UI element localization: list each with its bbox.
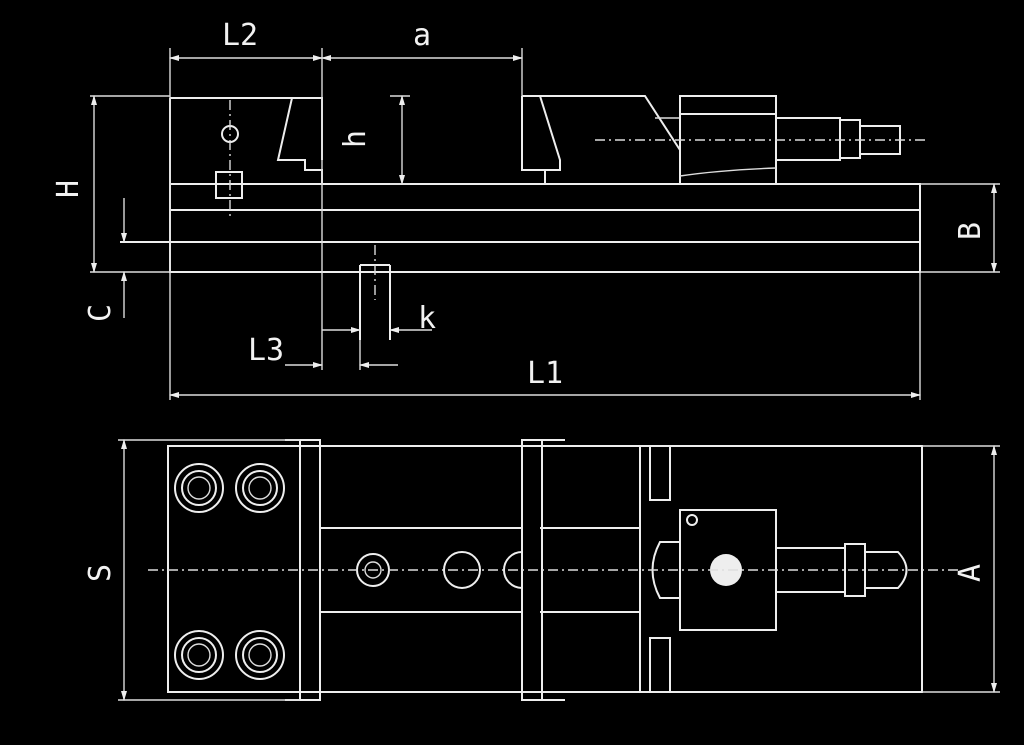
top-body	[167, 445, 923, 693]
slot	[359, 264, 391, 340]
spindle-hole	[710, 554, 742, 586]
label-A: A	[953, 564, 988, 582]
label-H: H	[51, 180, 86, 198]
label-L3: L3	[248, 333, 284, 368]
label-a: a	[413, 18, 431, 53]
side-view: L2 a h H B C k L3 L1	[51, 18, 1000, 400]
moving-jaw	[521, 95, 680, 185]
fixed-jaw-plate	[299, 439, 321, 701]
square-key	[215, 171, 243, 199]
label-B: B	[953, 222, 988, 240]
label-C: C	[83, 304, 118, 322]
bolt-group	[174, 463, 285, 680]
top-view: S A	[83, 439, 1000, 701]
label-S: S	[83, 564, 118, 582]
base-body	[169, 183, 921, 273]
label-h: h	[338, 130, 373, 148]
fixed-jaw	[169, 97, 323, 185]
label-L2: L2	[222, 18, 258, 53]
label-L1: L1	[527, 356, 563, 391]
label-k: k	[418, 301, 436, 336]
